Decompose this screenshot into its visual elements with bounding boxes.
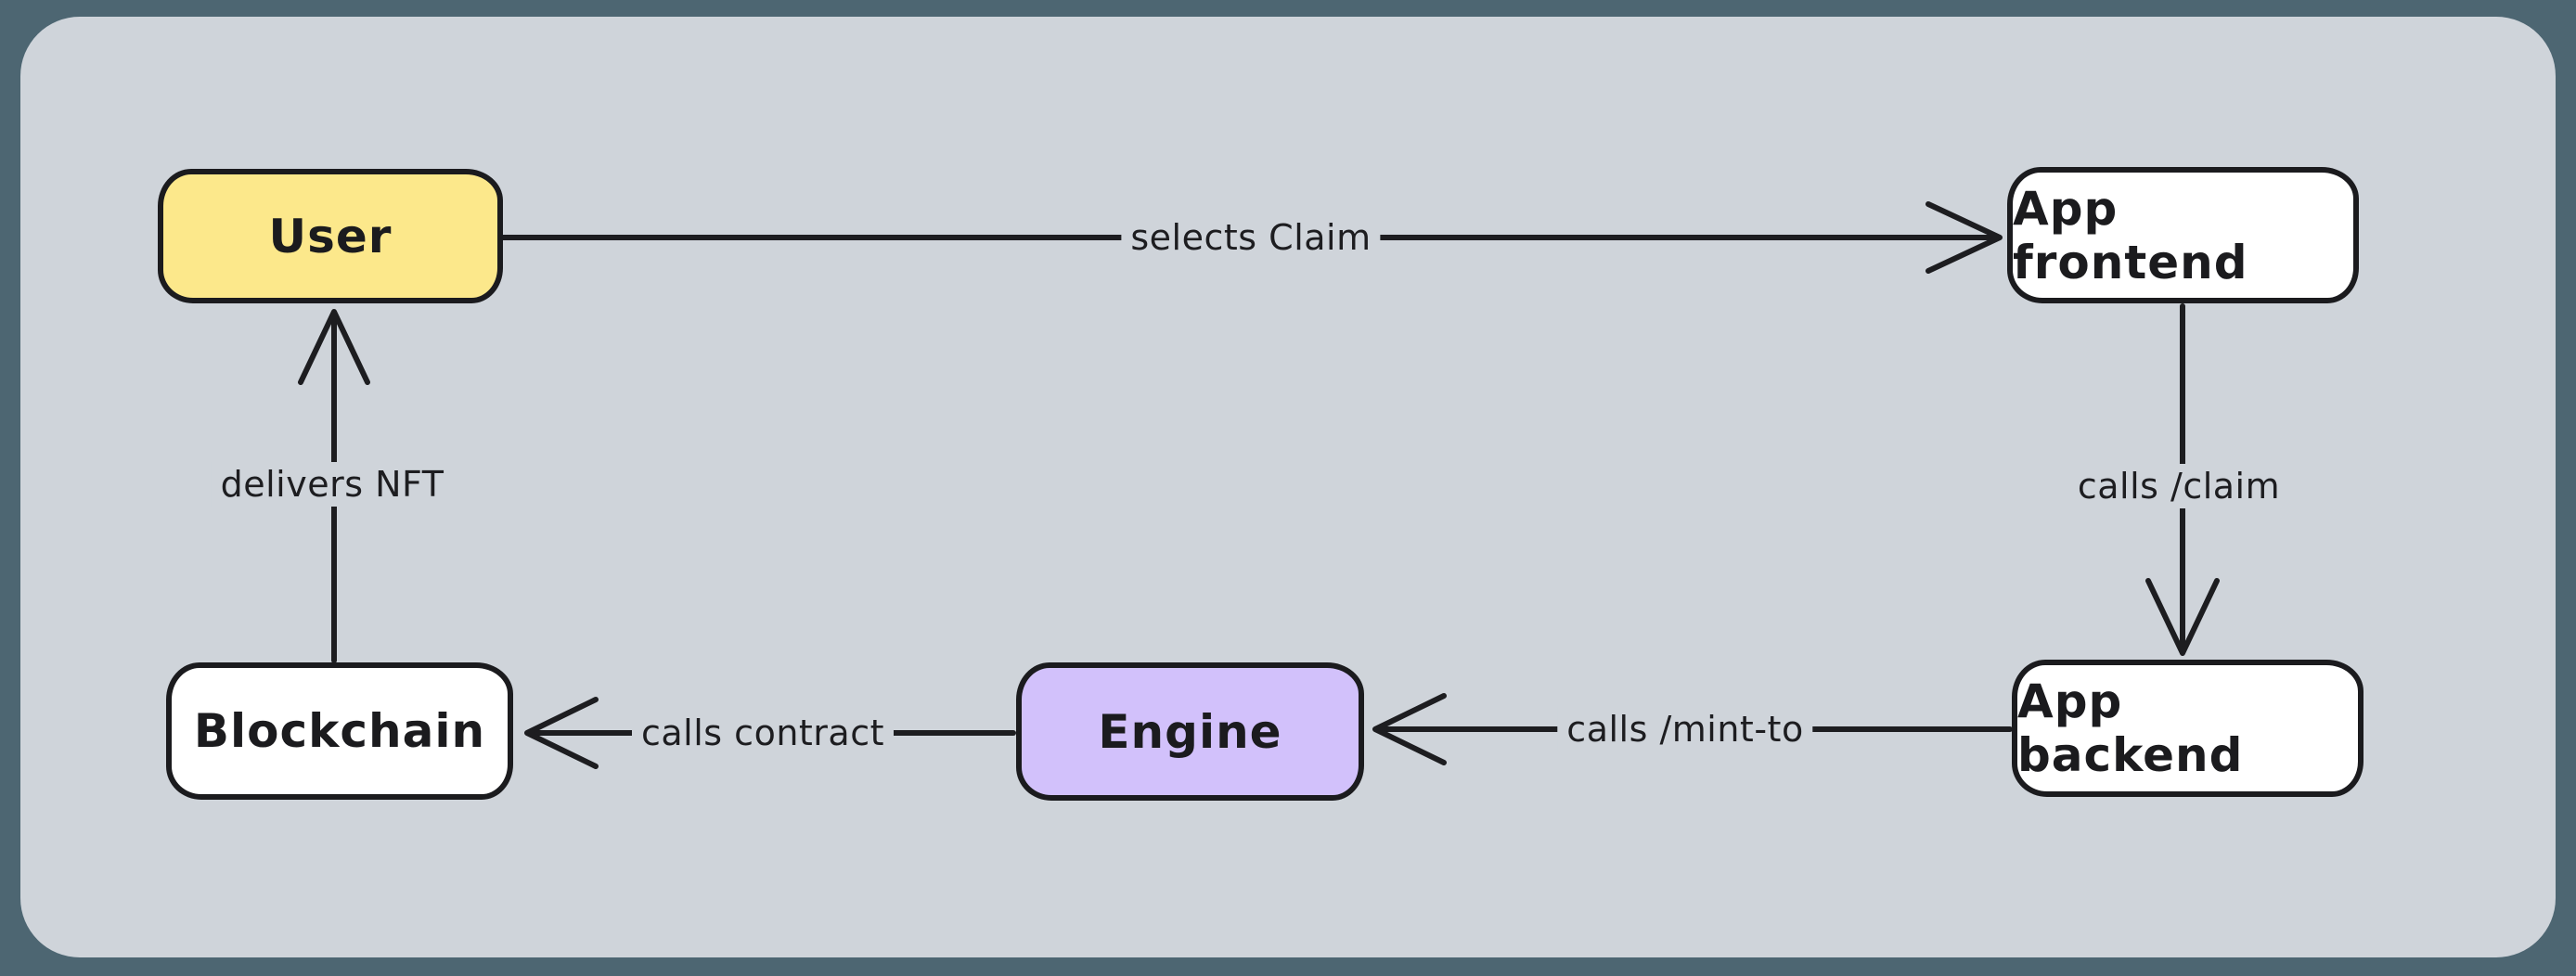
node-app-frontend-label: App frontend — [2013, 181, 2248, 289]
node-user: User — [158, 169, 503, 303]
node-engine-label: Engine — [1098, 704, 1282, 759]
edge-label-calls-claim: calls /claim — [2067, 464, 2290, 508]
node-app-backend-label: App backend — [2017, 674, 2244, 782]
node-app-frontend: App frontend — [2007, 167, 2359, 303]
node-blockchain: Blockchain — [166, 662, 513, 800]
node-engine: Engine — [1016, 662, 1364, 801]
node-blockchain-label: Blockchain — [193, 704, 486, 758]
node-user-label: User — [268, 209, 393, 263]
edge-label-calls-mint-to: calls /mint-to — [1557, 707, 1813, 751]
edge-label-selects-claim: selects Claim — [1121, 215, 1381, 260]
edge-label-calls-contract: calls contract — [632, 711, 894, 755]
edge-label-delivers-nft: delivers NFT — [211, 462, 454, 507]
node-app-backend: App backend — [2012, 660, 2363, 797]
